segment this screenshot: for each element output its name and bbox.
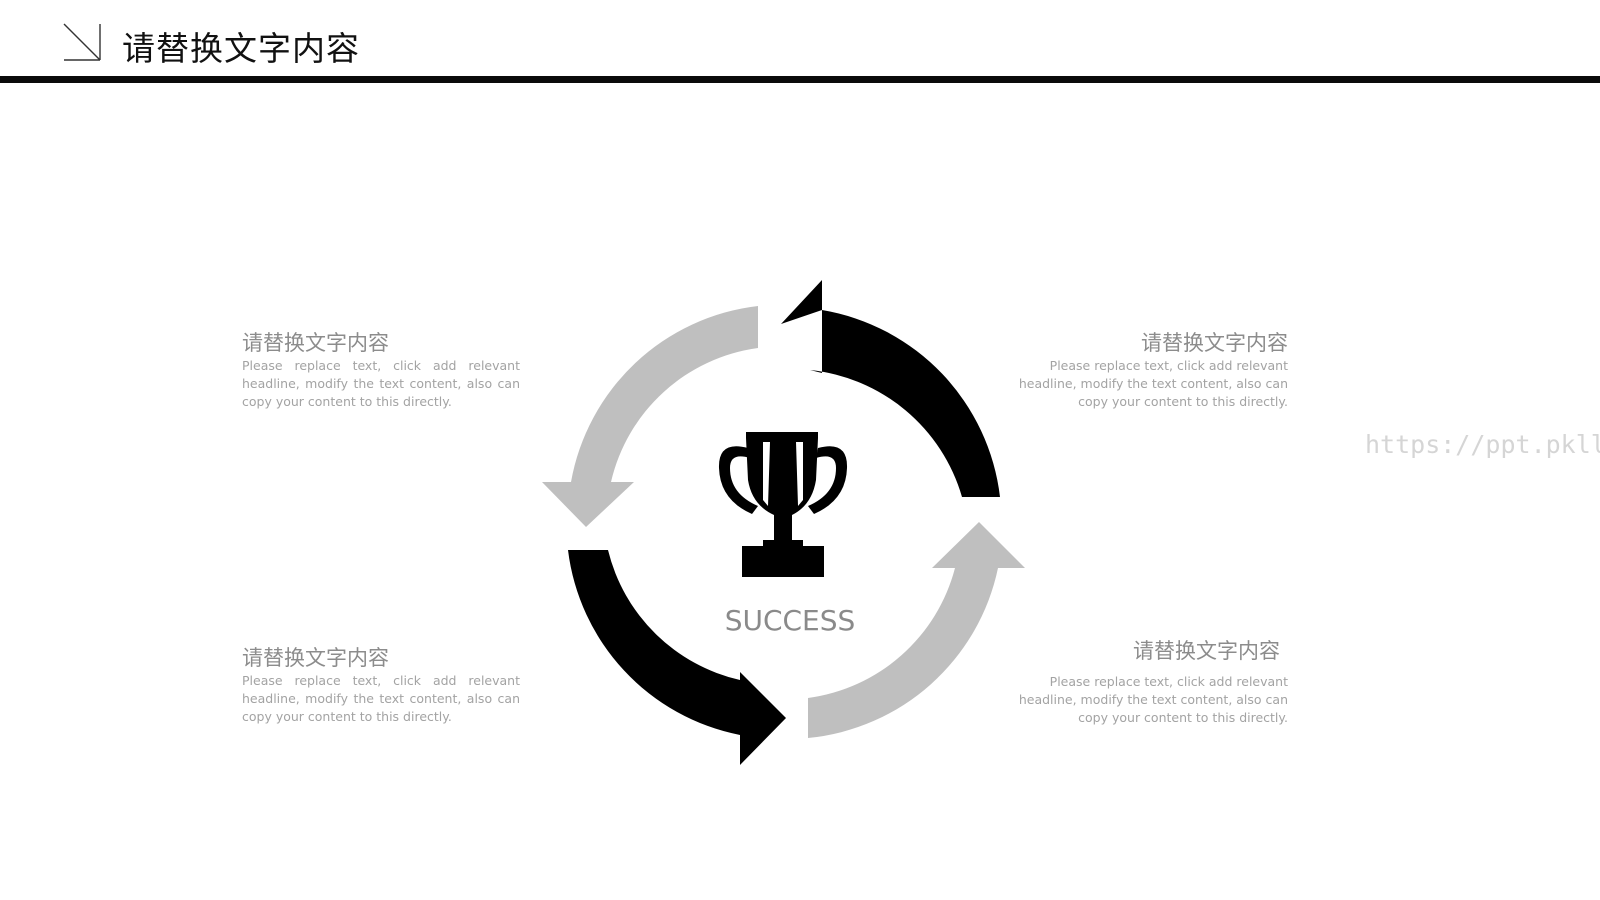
block-text: Please replace text, click add relevant … [242, 673, 520, 724]
text-block-bottom-right: 请替换文字内容 Please replace text, click add r… [1010, 637, 1288, 727]
arrow-top-right [781, 280, 1000, 497]
text-block-top-right: 请替换文字内容 Please replace text, click add r… [1010, 329, 1288, 411]
block-heading: 请替换文字内容 [242, 646, 389, 670]
page-title: 请替换文字内容 [122, 29, 360, 68]
arrow-top-left [542, 306, 758, 527]
block-text: Please replace text, click add relevant … [1018, 674, 1288, 725]
text-block-top-left: 请替换文字内容 Please replace text, click add r… [242, 329, 520, 411]
arrow-bottom-right [808, 522, 1025, 738]
block-text: Please replace text, click add relevant … [242, 358, 520, 409]
corner-arrow-icon [63, 23, 101, 61]
trophy-icon [718, 432, 848, 577]
text-block-bottom-left: 请替换文字内容 Please replace text, click add r… [242, 644, 520, 726]
header-divider [0, 76, 1600, 83]
block-text: Please replace text, click add relevant … [1018, 358, 1288, 409]
block-heading: 请替换文字内容 [1141, 331, 1288, 355]
watermark-url: https://ppt.pkll.de [1365, 430, 1600, 459]
arrow-bottom-left [568, 550, 786, 765]
success-label: SUCCESS [724, 604, 856, 637]
block-heading: 请替换文字内容 [242, 331, 389, 355]
block-heading: 请替换文字内容 [1133, 639, 1280, 663]
